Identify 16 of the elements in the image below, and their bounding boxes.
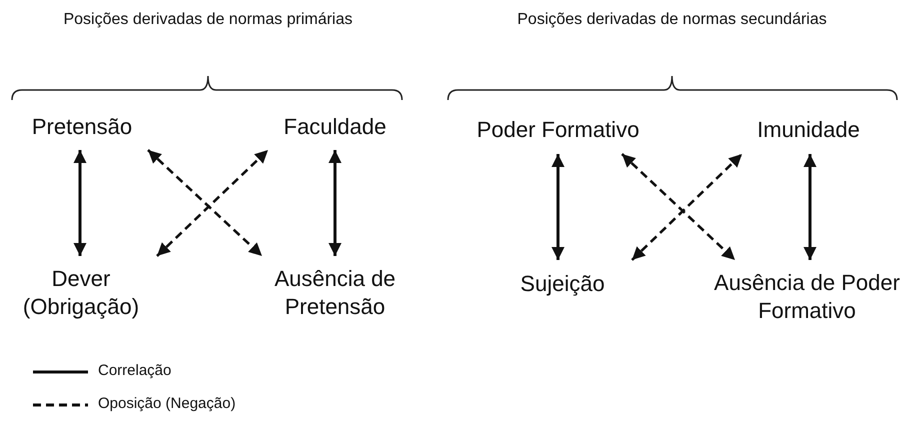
position-label: Dever (Obrigação) xyxy=(22,265,140,321)
position-label: Ausência de Pretensão xyxy=(273,265,397,321)
double-arrow xyxy=(74,150,86,256)
position-label: Poder Formativo xyxy=(476,116,640,144)
legend-label: Oposição (Negação) xyxy=(98,395,236,412)
position-label: Pretensão xyxy=(32,113,132,141)
group-heading: Posições derivadas de normas secundárias xyxy=(516,10,828,30)
double-arrow xyxy=(804,154,816,260)
group-heading: Posições derivadas de normas primárias xyxy=(62,10,354,30)
position-label: Imunidade xyxy=(757,116,860,144)
position-label: Sujeição xyxy=(520,270,605,298)
legend-label: Correlação xyxy=(98,362,172,379)
double-arrow xyxy=(552,154,564,260)
double-arrow xyxy=(328,150,342,256)
position-label: Faculdade xyxy=(284,113,386,141)
position-label: Ausência de Poder Formativo xyxy=(713,269,901,325)
